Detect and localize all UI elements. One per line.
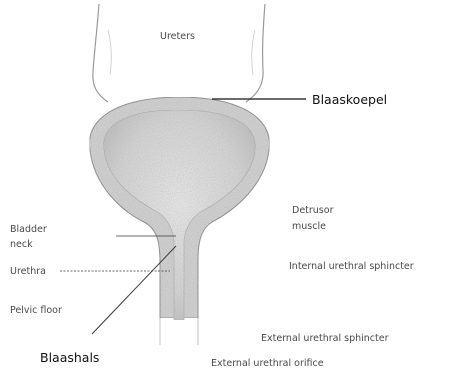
label-detrusor-line2: muscle: [292, 221, 326, 232]
bladder-lumen: [104, 110, 256, 320]
label-bladder-neck-line1: Bladder: [10, 224, 47, 235]
label-blaaskoepel: Blaaskoepel: [312, 92, 387, 107]
label-bladder-neck-line2: neck: [10, 239, 33, 250]
ureter-faint-left: [108, 30, 111, 75]
label-detrusor-line1: Detrusor: [292, 205, 334, 216]
left-ureter: [93, 4, 108, 102]
label-internal-sphincter: Internal urethral sphincter: [289, 261, 414, 272]
urethra-lower: [160, 318, 198, 345]
label-pelvic-floor: Pelvic floor: [10, 305, 62, 316]
label-ureters: Ureters: [160, 31, 195, 42]
right-ureter: [246, 4, 265, 102]
label-external-sphincter: External urethral sphincter: [261, 333, 389, 344]
label-urethra: Urethra: [10, 266, 46, 277]
label-blaashals: Blaashals: [40, 350, 99, 365]
label-external-orifice: External urethral orifice: [211, 358, 324, 369]
ureter-faint-right: [252, 30, 255, 75]
